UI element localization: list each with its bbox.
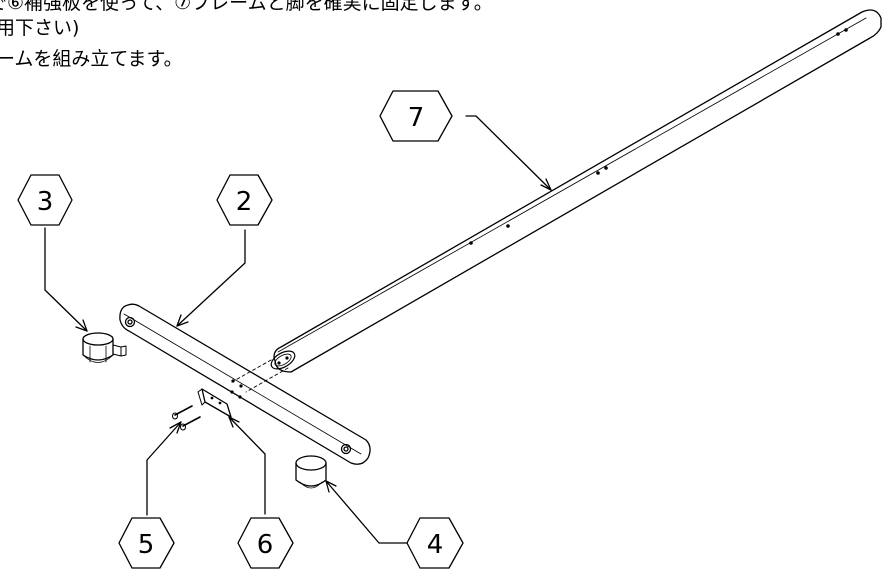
- leader-7: [465, 115, 552, 191]
- leader-3: [44, 227, 88, 332]
- front-tube-2: [119, 303, 371, 465]
- svg-text:5: 5: [138, 530, 155, 560]
- svg-text:4: 4: [427, 530, 444, 560]
- part-label-5: 5: [118, 517, 175, 569]
- part-label-3: 3: [17, 174, 73, 226]
- instruction-line-3: ームを組み立てます。: [0, 48, 183, 70]
- part-label-6: 6: [237, 517, 294, 569]
- part-label-4: 4: [406, 517, 464, 569]
- svg-text:2: 2: [236, 187, 253, 217]
- svg-text:3: 3: [37, 187, 54, 217]
- instruction-line-1: で⑥補強板を使って、⑦フレームと脚を確実に固定します。: [0, 0, 493, 14]
- leader-5: [146, 421, 182, 516]
- leader-4: [325, 480, 408, 544]
- leader-6: [228, 416, 266, 515]
- reinforcing-plate-6: [197, 388, 232, 418]
- svg-text:6: 6: [257, 530, 274, 560]
- part-label-7: 7: [379, 90, 453, 142]
- frame-tube-7: [270, 9, 882, 373]
- caster-4: [295, 455, 327, 489]
- svg-text:7: 7: [408, 103, 425, 133]
- leader-2: [176, 229, 246, 327]
- instruction-line-2: 用下さい): [0, 17, 80, 39]
- caster-3: [82, 332, 127, 363]
- screws-5: [172, 405, 201, 431]
- part-label-2: 2: [216, 174, 273, 226]
